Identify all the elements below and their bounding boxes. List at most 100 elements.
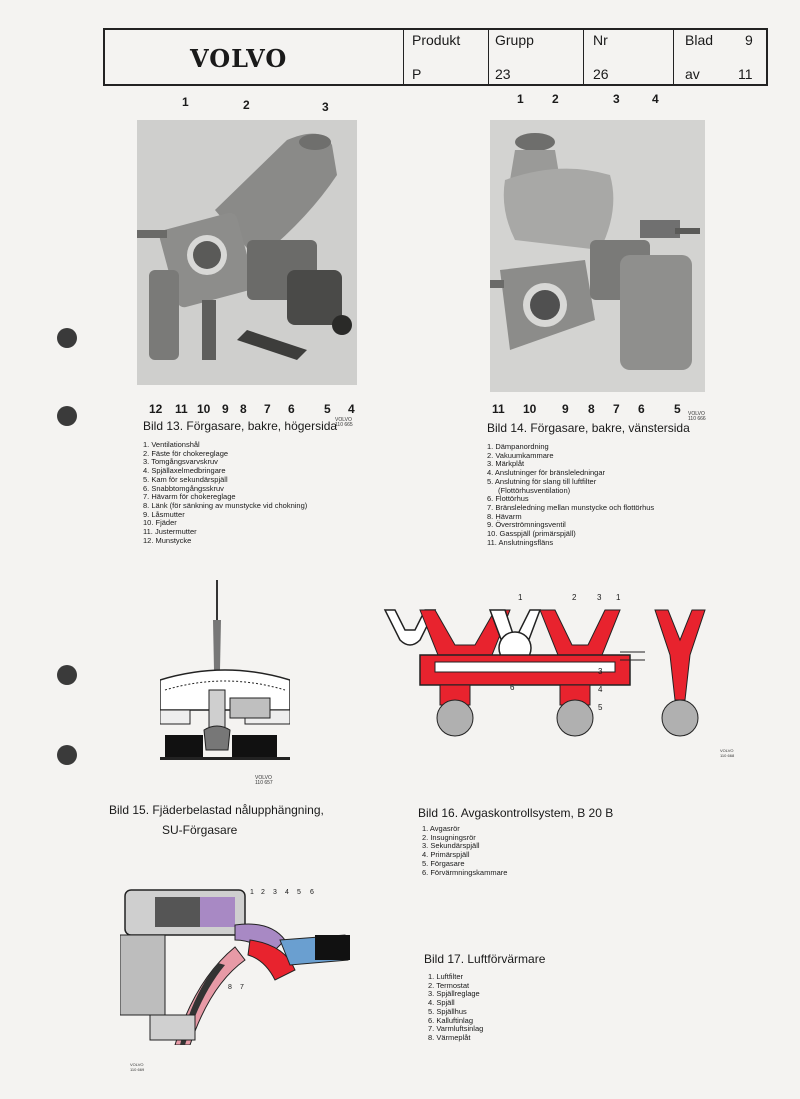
av-value: 11 [738, 66, 753, 82]
legend-item: 9. Överströmningsventil [487, 520, 566, 530]
legend-item: 11. Anslutningsfläns [487, 537, 554, 547]
fig16-callout: 3 [597, 593, 602, 602]
binder-hole [57, 406, 77, 426]
legend-item: 4. Anslutninger för bränsleledningar [487, 468, 605, 478]
fig16-callout: 3 [598, 667, 603, 676]
fig13-callout: 5 [324, 402, 331, 416]
fig16-callout: 5 [598, 703, 603, 712]
fig14-callout: 4 [652, 92, 659, 106]
legend-item: 12. Munstycke [143, 535, 192, 545]
fig14-callout: 11 [492, 402, 505, 416]
legend-item: 3. Spjällreglage [428, 989, 480, 999]
fig14-stamp: VOLVO 110 666 [688, 412, 706, 422]
fig14-caption: Bild 14. Förgasare, bakre, vänstersida [487, 421, 690, 435]
legend-item: (Flottörhusventilation) [498, 485, 571, 495]
legend-item: 5. Anslutning för slang till luftfilter [487, 476, 597, 486]
legend-item: 11. Justermutter [143, 527, 197, 537]
legend-item: 6. Flottörhus [487, 494, 529, 504]
stamp-line: 110 665 [335, 422, 353, 428]
produkt-label: Produkt [412, 32, 461, 48]
fig14-callout: 3 [613, 92, 620, 106]
stamp-line: VOLVO [255, 775, 272, 781]
legend-item: 8. Hävarm [487, 511, 522, 521]
stamp-line: 110 668 [720, 753, 735, 758]
legend-item: 10. Fjäder [143, 518, 177, 528]
legend-item: 4. Spjäll [428, 998, 455, 1008]
legend-item: 3. Sekundärspjäll [422, 841, 480, 851]
legend-item: 2. Vakuumkammare [487, 450, 554, 460]
fig17-caption: Bild 17. Luftförvärmare [424, 952, 546, 966]
header-divider [403, 30, 404, 84]
stamp-line: VOLVO [688, 411, 705, 417]
fig14-callout: 7 [613, 402, 620, 416]
legend-item: 9. Låsmutter [143, 509, 185, 519]
fig13-callout: 8 [240, 402, 247, 416]
fig17-callout: 5 [297, 889, 301, 896]
fig17-callout: 1 [250, 889, 254, 896]
needle-suspension-drawing [159, 580, 291, 775]
fig16-callout: 2 [572, 593, 577, 602]
fig14-callout: 9 [562, 402, 569, 416]
volvo-logo: VOLVO [190, 44, 288, 73]
legend-item: 5. Förgasare [422, 858, 465, 868]
air-preheater-diagram [119, 885, 352, 1046]
fig13-callout: 3 [322, 100, 329, 114]
fig17-stamp: VOLVO 110 669 [130, 1062, 144, 1072]
stamp-line: VOLVO [335, 417, 352, 423]
blad-value: 9 [745, 32, 753, 48]
legend-item: 1. Avgasrör [422, 824, 460, 833]
fig17-callout: 2 [261, 889, 265, 896]
fig13-caption: Bild 13. Förgasare, bakre, högersida [143, 419, 338, 433]
legend-item: 3. Märkplåt [487, 459, 525, 469]
fig13-callout: 6 [288, 402, 295, 416]
carburetor-left-photo [490, 120, 705, 392]
fig14-callout: 8 [588, 402, 595, 416]
produkt-value: P [412, 66, 422, 82]
fig16-legend: 1. Avgasrör 2. Insugningsrör 3. Sekundär… [422, 824, 508, 877]
fig13-callout: 11 [175, 402, 188, 416]
legend-item: 3. Tomgångsvarvskruv [143, 457, 218, 467]
fig14-callout: 5 [674, 402, 681, 416]
fig16-callout: 6 [510, 683, 515, 692]
fig16-caption: Bild 16. Avgaskontrollsystem, B 20 B [418, 806, 614, 820]
legend-item: 6. Förvärmningskammare [422, 867, 508, 877]
fig17-callout: 4 [285, 889, 289, 896]
binder-hole [57, 745, 77, 765]
av-label: av [685, 66, 700, 82]
exhaust-control-diagram [380, 590, 710, 750]
blad-label: Blad [685, 32, 714, 48]
fig13-callout: 12 [149, 402, 163, 416]
legend-item: 5. Spjällhus [428, 1006, 467, 1016]
fig17-callout: 3 [273, 889, 277, 896]
fig15-caption: Bild 15. Fjäderbelastad nålupphängning, [109, 803, 324, 817]
fig14-callout: 1 [517, 92, 524, 106]
fig15-caption-line2: SU-Förgasare [162, 823, 238, 837]
legend-item: 1. Luftfilter [428, 972, 464, 981]
fig13-legend: 1. Ventilationshål 2. Fäste för chokereg… [143, 440, 307, 545]
nr-label: Nr [593, 32, 608, 48]
legend-item: 2. Fäste för chokereglage [143, 448, 229, 458]
stamp-line: 110 657 [255, 780, 273, 786]
stamp-line: 110 669 [130, 1067, 145, 1072]
grupp-label: Grupp [495, 32, 534, 48]
fig13-callout: 9 [222, 402, 229, 416]
stamp-line: 110 666 [688, 416, 706, 422]
nr-value: 26 [593, 66, 609, 82]
fig16-stamp: VOLVO 110 668 [720, 748, 734, 758]
fig13-callout: 1 [182, 95, 189, 109]
legend-item: 5. Kam för sekundärspjäll [143, 474, 228, 484]
fig16-callout: 1 [616, 593, 621, 602]
fig13-stamp: VOLVO 110 665 [335, 418, 353, 428]
header-divider [488, 30, 489, 84]
header-divider [583, 30, 584, 84]
legend-item: 8. Värmeplåt [428, 1032, 471, 1042]
fig17-legend: 1. Luftfilter 2. Termostat 3. Spjällregl… [428, 972, 483, 1043]
fig14-legend: 1. Dämpanordning 2. Vakuumkammare 3. Mär… [487, 442, 654, 547]
fig14-callout: 10 [523, 402, 537, 416]
legend-item: 2. Insugningsrör [422, 832, 476, 842]
document-header: VOLVO Produkt P Grupp 23 Nr 26 Blad 9 av… [103, 28, 768, 86]
legend-item: 2. Termostat [428, 980, 470, 990]
legend-item: 1. Ventilationshål [143, 440, 200, 449]
stamp-line: VOLVO [720, 748, 734, 753]
legend-item: 10. Gasspjäll (primärspjäll) [487, 529, 576, 539]
